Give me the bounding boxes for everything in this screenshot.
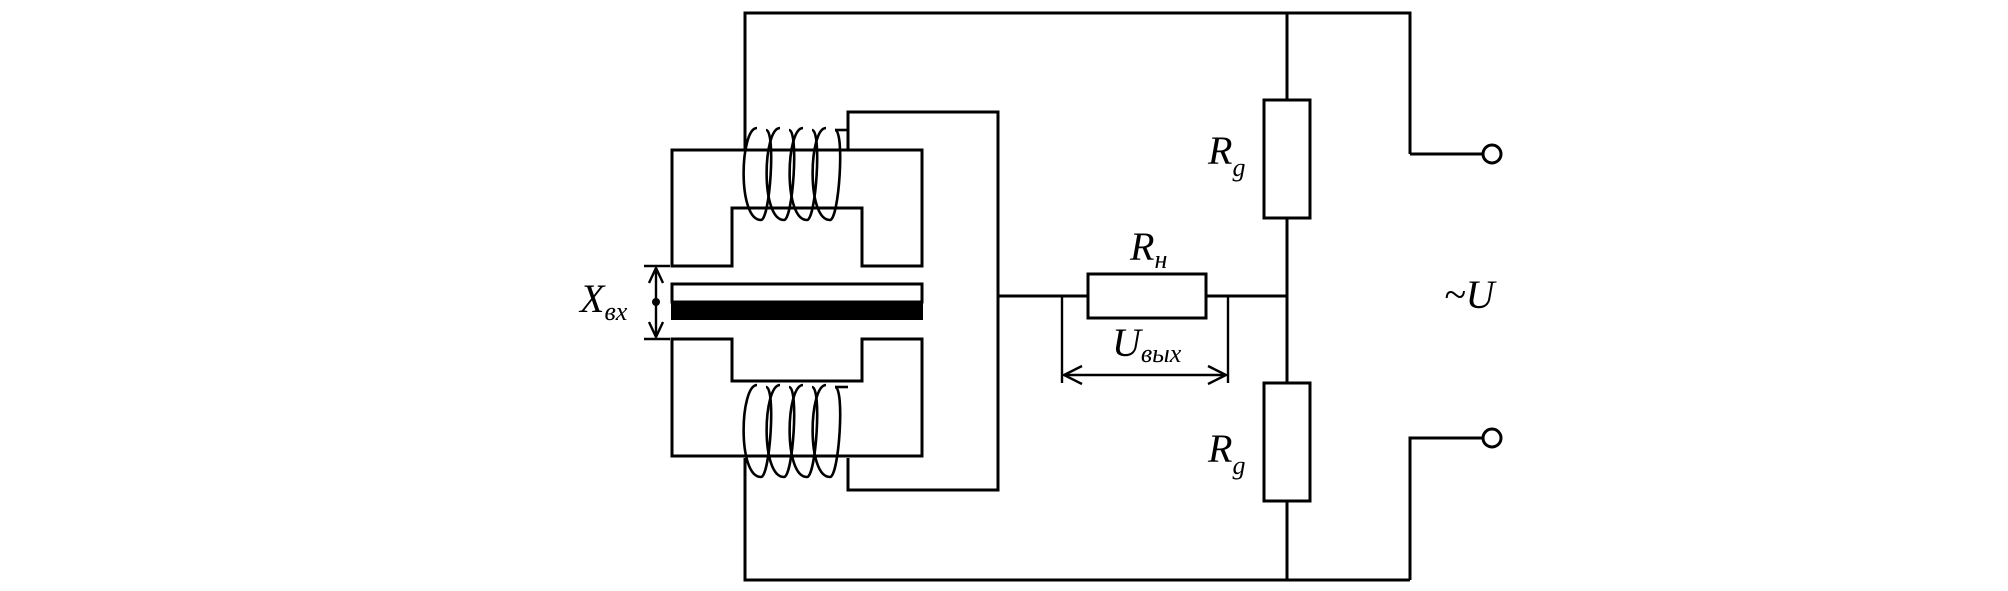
armature-plate-dark	[671, 301, 923, 320]
label-x-in: Xвх	[578, 276, 628, 326]
armature-plate	[670, 282, 924, 304]
terminal-bottom-lead	[1408, 436, 1484, 580]
x-in-arrow-up	[647, 265, 665, 284]
inner-top-wire	[846, 110, 1000, 492]
upper-coil-turn	[742, 126, 773, 222]
upper-coil-turn	[765, 126, 796, 222]
label-u-out: Uвых	[1112, 320, 1182, 368]
resistor-rg-bottom	[1262, 381, 1312, 503]
lower-coil-turn	[788, 383, 819, 479]
u-out-arrow-left	[1061, 364, 1083, 386]
x-in-arrow-down	[647, 321, 665, 340]
u-out-arrow-right	[1207, 364, 1229, 386]
label-rg-top: Rg	[1207, 128, 1245, 182]
upper-coil-turn	[811, 126, 842, 222]
lower-coil-turn	[742, 383, 773, 479]
lower-coil	[742, 383, 848, 479]
bottom-wire	[743, 458, 1410, 582]
resistor-rn	[1086, 272, 1208, 320]
label-rg-bottom: Rg	[1207, 426, 1245, 480]
lower-core	[670, 337, 924, 458]
upper-core	[670, 148, 924, 268]
upper-coil	[742, 126, 848, 222]
terminal-top	[1481, 143, 1503, 165]
x-in-center-dot	[652, 298, 660, 306]
upper-coil-turn	[788, 126, 819, 222]
lower-coil-turn	[811, 383, 842, 479]
label-rn: Rн	[1129, 224, 1167, 274]
lower-coil-turn	[765, 383, 796, 479]
terminal-bottom	[1481, 427, 1503, 449]
label-source-voltage: ~U	[1444, 272, 1498, 317]
top-wire	[743, 11, 1412, 154]
resistor-rg-top	[1262, 98, 1312, 220]
